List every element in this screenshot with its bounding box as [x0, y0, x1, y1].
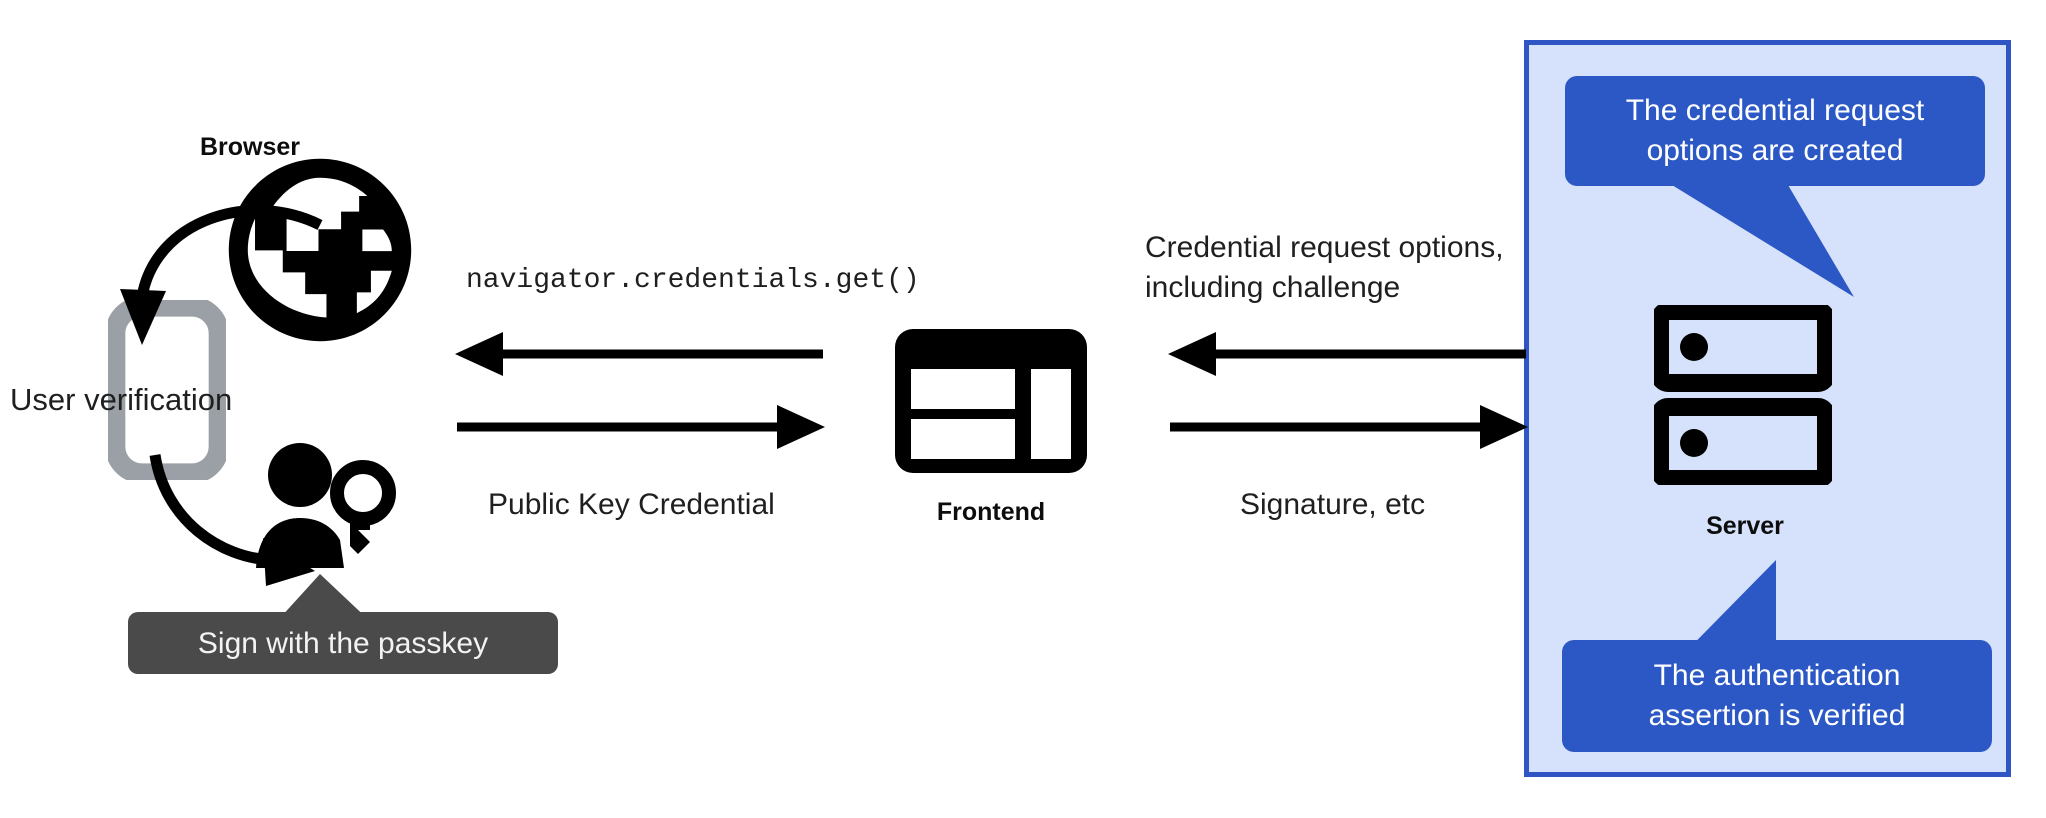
globe-icon [225, 155, 415, 345]
sign-with-passkey-callout: Sign with the passkey [128, 612, 558, 674]
frontend-label: Frontend [936, 498, 1046, 526]
credential-request-options-label: Credential request options, including ch… [1145, 231, 1504, 304]
public-key-credential-label: Public Key Credential [488, 488, 775, 521]
server-racks-icon [1651, 302, 1835, 488]
assertion-verified-callout: The authentication assertion is verified [1562, 640, 1992, 752]
signature-etc-label: Signature, etc [1240, 488, 1426, 521]
person-with-key-icon [248, 440, 398, 575]
frontend-to-browser-arrow [455, 332, 823, 376]
server-label: Server [1706, 512, 1784, 540]
browser-to-frontend-arrow [457, 405, 825, 449]
server-to-frontend-arrow [1168, 332, 1526, 376]
frontend-to-server-arrow [1170, 405, 1528, 449]
credential-request-created-callout: The credential request options are creat… [1565, 76, 1985, 186]
webpage-layout-icon [893, 327, 1089, 475]
browser-label: Browser [199, 133, 301, 161]
navigator-credentials-get-label: navigator.credentials.get() [466, 265, 920, 296]
user-verification-label: User verification [10, 382, 233, 417]
